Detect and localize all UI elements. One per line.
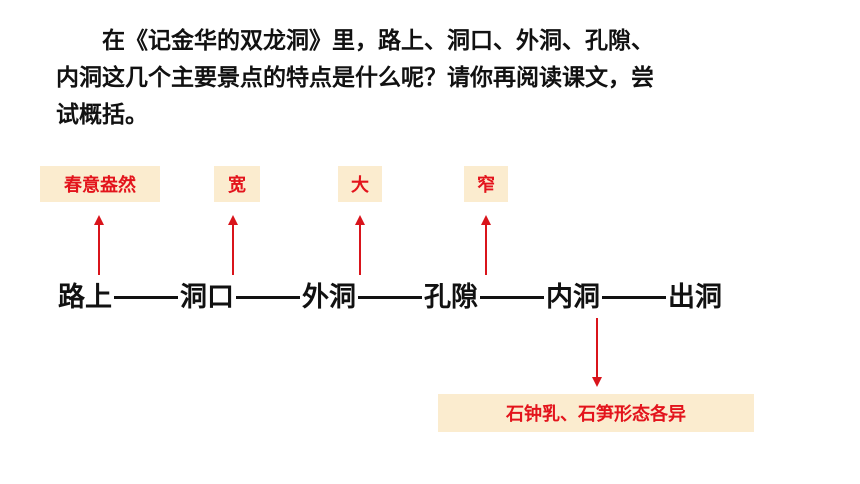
stop-kongxi: 孔隙 [424, 282, 478, 313]
feature-label-neidong: 石钟乳、石笋形态各异 [438, 394, 754, 432]
question-line-1: 在《记金华的双龙洞》里，路上、洞口、外洞、孔隙、 [102, 27, 654, 54]
route-line: 路上 洞口 外洞 孔隙 内洞 出洞 [58, 280, 722, 316]
stop-chudong: 出洞 [668, 282, 722, 313]
feature-label-waidong: 大 [338, 166, 382, 202]
feature-label-kongxi: 窄 [464, 166, 508, 202]
feature-label-dongkou: 宽 [214, 166, 260, 202]
route-connector [358, 296, 422, 299]
route-connector [602, 296, 666, 299]
stop-waidong: 外洞 [302, 282, 356, 313]
feature-label-lushang: 春意盎然 [40, 166, 160, 202]
route-connector [480, 296, 544, 299]
stop-neidong: 内洞 [546, 282, 600, 313]
question-line-3: 试概括。 [56, 101, 148, 128]
question-text: 在《记金华的双龙洞》里，路上、洞口、外洞、孔隙、 内洞这几个主要景点的特点是什么… [56, 22, 826, 133]
stop-dongkou: 洞口 [180, 282, 234, 313]
route-connector [114, 296, 178, 299]
question-line-2: 内洞这几个主要景点的特点是什么呢？请你再阅读课文，尝 [56, 64, 654, 91]
route-connector [236, 296, 300, 299]
stop-lushang: 路上 [58, 282, 112, 313]
